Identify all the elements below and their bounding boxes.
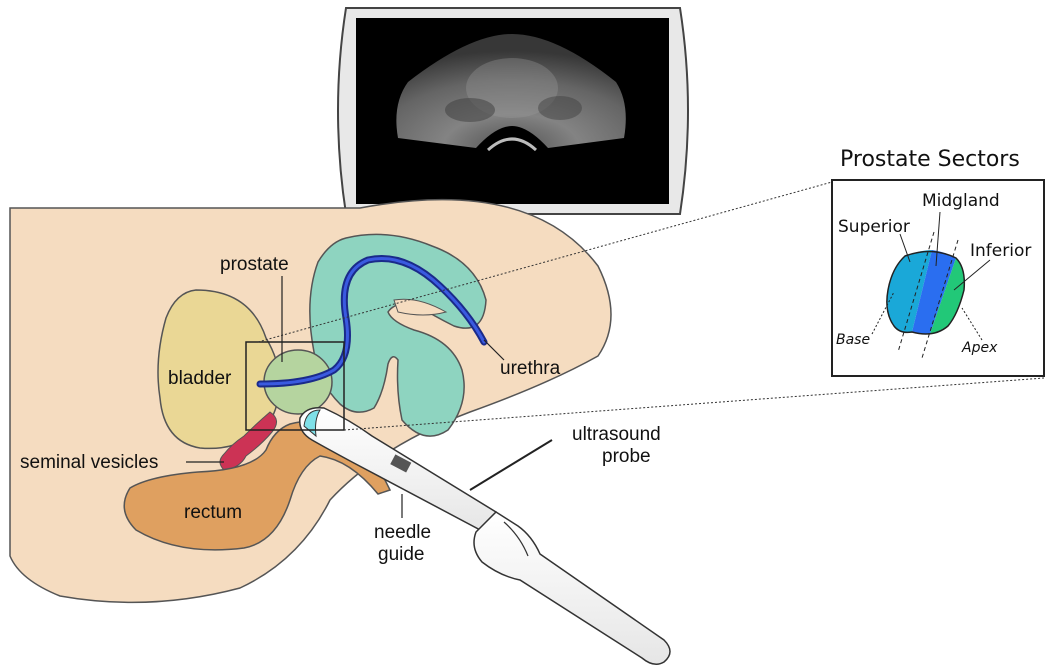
label-bladder: bladder: [168, 368, 232, 389]
label-inferior: Inferior: [970, 241, 1031, 261]
label-prostate: prostate: [220, 254, 289, 275]
label-seminal-vesicles: seminal vesicles: [20, 452, 158, 473]
ultrasound-monitor: [338, 8, 688, 214]
label-base: Base: [836, 332, 870, 348]
label-ultrasound-probe-line1: ultrasound: [572, 424, 661, 445]
label-midgland: Midgland: [922, 191, 1000, 211]
inset-title: Prostate Sectors: [840, 147, 1020, 172]
label-apex: Apex: [961, 340, 998, 356]
label-ultrasound-probe-line2: probe: [602, 446, 651, 467]
label-rectum: rectum: [184, 502, 242, 523]
prostate-sectors-inset: Prostate Sectors Midgland Superior Infer…: [832, 147, 1044, 376]
label-needle-guide-line2: guide: [378, 544, 425, 565]
label-superior: Superior: [838, 217, 910, 237]
label-needle-guide-line1: needle: [374, 522, 431, 543]
label-urethra: urethra: [500, 358, 561, 379]
